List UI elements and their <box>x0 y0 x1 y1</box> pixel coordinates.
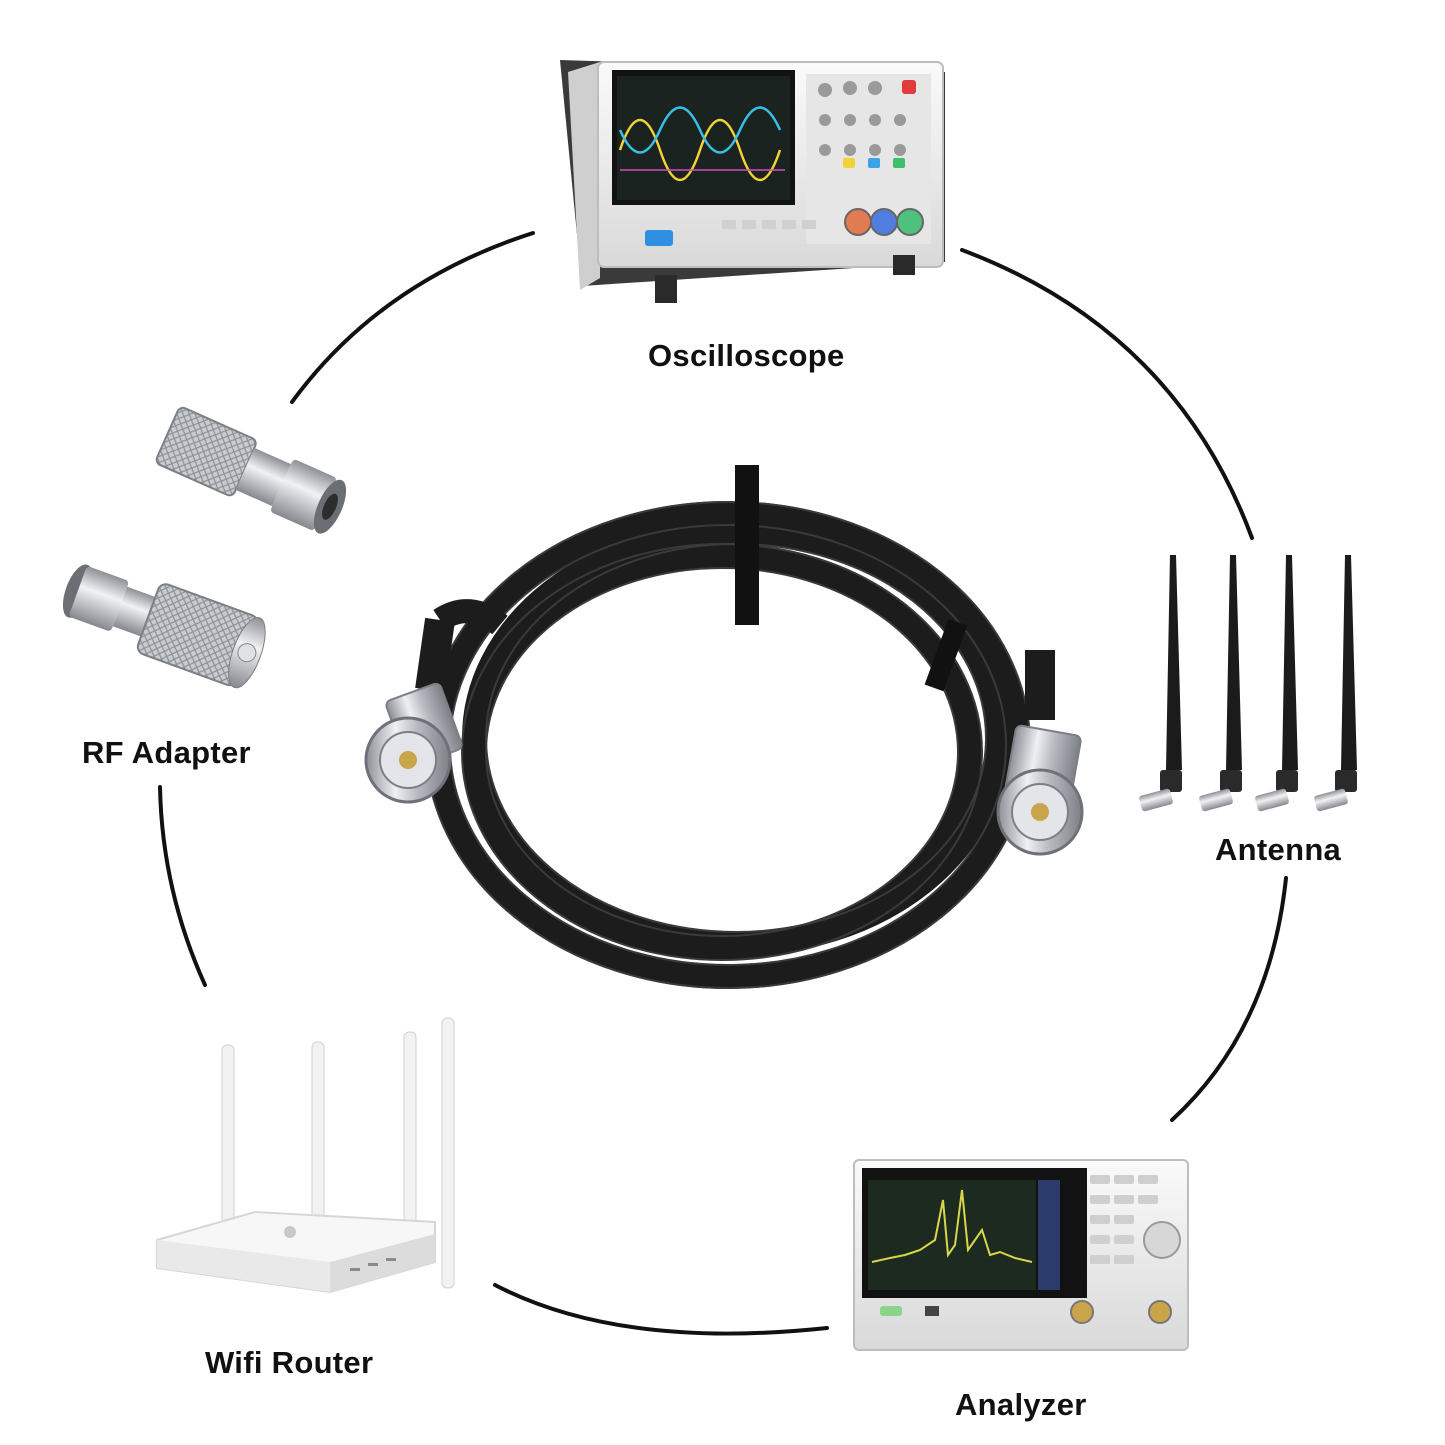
label-rf-adapter: RF Adapter <box>82 735 251 770</box>
connection-ring <box>158 231 1288 1336</box>
ring-segment-router-to-rf <box>158 785 207 987</box>
analyzer-image <box>853 1159 1189 1351</box>
label-analyzer: Analyzer <box>955 1387 1087 1422</box>
label-oscilloscope: Oscilloscope <box>648 338 845 373</box>
rf-adapter-image <box>62 406 347 689</box>
label-antenna: Antenna <box>1215 832 1342 867</box>
label-wifi-router: Wifi Router <box>205 1345 374 1380</box>
wifi-router-image <box>156 1017 455 1294</box>
ring-segment-antenna-to-analyzer <box>1170 876 1288 1122</box>
coax-cable-image <box>364 465 1084 989</box>
oscilloscope-image <box>560 60 945 303</box>
antenna-image <box>1139 555 1357 812</box>
ring-segment-rf-to-oscilloscope <box>290 231 535 404</box>
ring-segment-analyzer-to-router <box>493 1283 829 1336</box>
ring-segment-oscilloscope-to-antenna <box>960 248 1254 540</box>
